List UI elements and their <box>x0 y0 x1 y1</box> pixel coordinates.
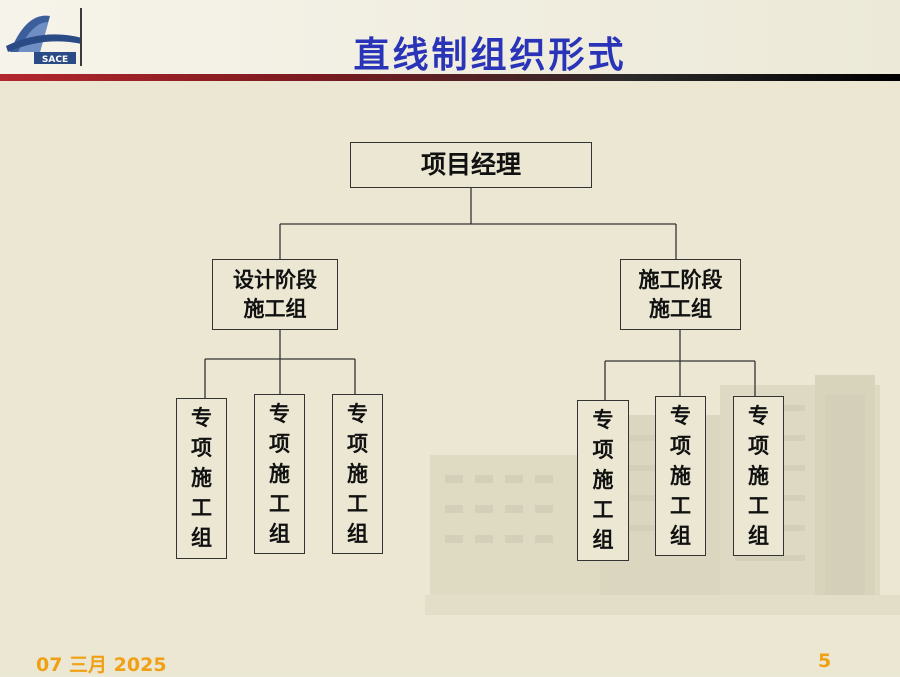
node-char: 组 <box>592 528 614 552</box>
node-char: 项 <box>670 434 691 458</box>
node-char: 专 <box>269 402 290 426</box>
node-char: 工 <box>347 492 368 516</box>
node-char: 工 <box>269 492 290 516</box>
node-project-manager: 项目经理 <box>350 142 592 188</box>
node-char: 项 <box>191 436 212 460</box>
node-char: 专 <box>748 404 769 428</box>
logo-text: SACE <box>42 55 68 65</box>
node-label-line2: 施工组 <box>243 297 307 321</box>
node-char: 组 <box>748 524 769 548</box>
node-char: 工 <box>191 496 212 520</box>
node-char: 施 <box>191 466 212 490</box>
footer-date: 07 三月 2025 <box>36 654 167 676</box>
page-number: 5 <box>818 650 832 672</box>
node-char: 工 <box>592 498 614 522</box>
node-design-stage-group: 设计阶段 施工组 <box>212 259 338 330</box>
sace-logo-icon: SACE <box>6 15 82 65</box>
node-char: 组 <box>670 524 691 548</box>
node-char: 工 <box>670 494 691 518</box>
node-special-team-right-1: 专 项 施 工 组 <box>577 400 629 561</box>
node-char: 项 <box>347 432 368 456</box>
logo-divider <box>80 8 82 66</box>
node-label-line1: 施工阶段 <box>638 268 723 292</box>
node-char: 施 <box>347 462 368 486</box>
node-char: 专 <box>670 404 691 428</box>
node-char: 项 <box>269 432 290 456</box>
node-special-team-right-2: 专 项 施 工 组 <box>655 396 706 556</box>
node-char: 项 <box>748 434 769 458</box>
node-special-team-left-2: 专 项 施 工 组 <box>254 394 305 554</box>
slide-header <box>0 0 900 78</box>
node-char: 组 <box>269 522 290 546</box>
node-char: 组 <box>347 522 368 546</box>
node-label-line1: 设计阶段 <box>233 268 317 292</box>
node-special-team-left-3: 专 项 施 工 组 <box>332 394 383 554</box>
node-char: 工 <box>748 494 769 518</box>
node-special-team-right-3: 专 项 施 工 组 <box>733 396 784 556</box>
node-label-line2: 施工组 <box>649 297 712 321</box>
header-rule <box>0 74 900 81</box>
node-char: 组 <box>191 526 212 550</box>
node-char: 施 <box>592 468 614 492</box>
node-char: 项 <box>592 438 614 462</box>
node-char: 施 <box>670 464 691 488</box>
node-char: 专 <box>191 406 212 430</box>
node-special-team-left-1: 专 项 施 工 组 <box>176 398 227 559</box>
node-char: 专 <box>347 402 368 426</box>
node-char: 施 <box>269 462 290 486</box>
slide-title: 直线制组织形式 <box>353 34 627 76</box>
node-construction-stage-group: 施工阶段 施工组 <box>620 259 741 330</box>
node-char: 专 <box>592 408 614 432</box>
node-char: 施 <box>748 464 769 488</box>
